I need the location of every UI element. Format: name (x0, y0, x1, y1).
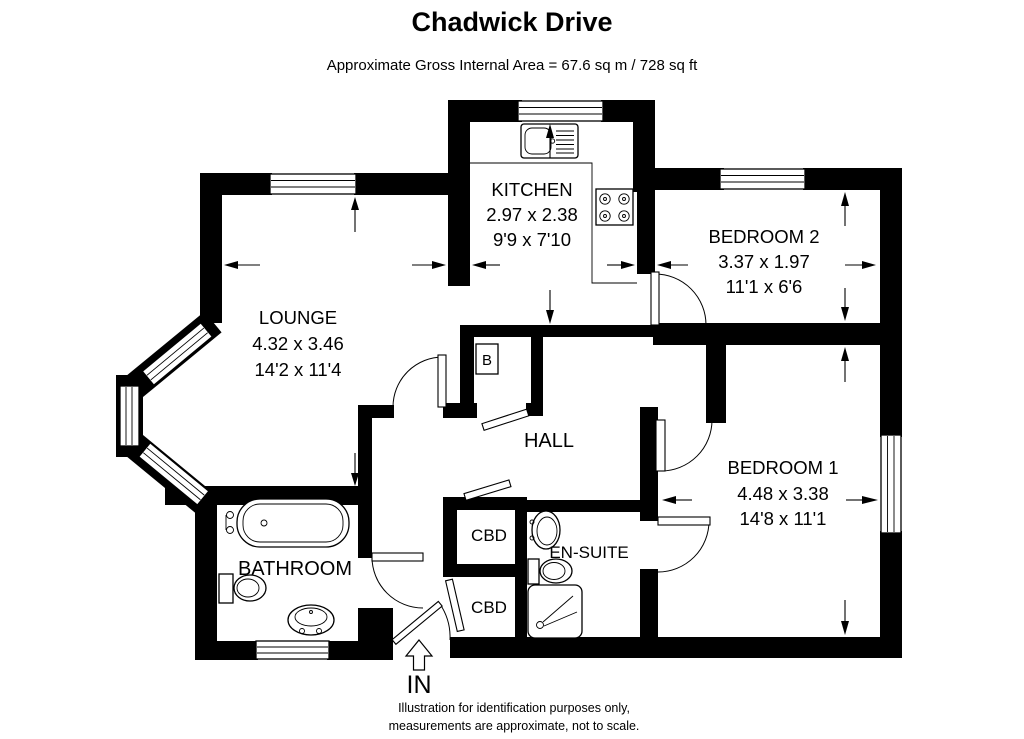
kitchen-name: KITCHEN (491, 179, 572, 200)
room-bathroom-label: BATHROOM (238, 558, 352, 580)
dimension-arrows (224, 124, 878, 635)
footer-line2: measurements are approximate, not to sca… (389, 719, 640, 733)
ensuite-basin-icon (529, 510, 561, 550)
cupboard-upper-door (463, 479, 512, 502)
bedroom1-window (880, 434, 902, 534)
bedroom1-size-metric: 4.48 x 3.38 (737, 483, 829, 504)
lounge-size-imperial: 14'2 x 11'4 (255, 359, 342, 380)
front-door (391, 600, 451, 646)
bedroom1-door (655, 419, 713, 472)
bay-window-upper (141, 321, 214, 387)
kitchen-counter-line (470, 162, 637, 284)
boiler-box (475, 343, 499, 375)
shower-icon (527, 584, 583, 639)
lounge-top-window (269, 173, 357, 195)
entrance: IN (404, 639, 434, 699)
bathroom-window (255, 640, 330, 660)
kitchen-window (517, 100, 604, 122)
entrance-arrow-icon (404, 639, 434, 671)
labels: Chadwick Drive Approximate Gross Interna… (238, 7, 839, 733)
kitchen-size-metric: 2.97 x 2.38 (486, 204, 578, 225)
hob-icon (595, 188, 634, 226)
ensuite-toilet-icon (527, 558, 573, 585)
bedroom2-door (650, 271, 707, 326)
boiler-cupboard-door (481, 408, 530, 432)
bedroom2-window (719, 168, 806, 190)
bay-window-middle (119, 385, 140, 447)
lounge-door (392, 354, 447, 408)
bedroom1-name: BEDROOM 1 (727, 457, 838, 478)
room-ensuite-label: EN-SUITE (549, 543, 628, 562)
page-title: Chadwick Drive (411, 7, 612, 37)
entrance-label: IN (407, 671, 432, 699)
bay-window-lower (137, 441, 210, 506)
bathtub-icon (225, 498, 350, 548)
bedroom2-size-metric: 3.37 x 1.97 (718, 251, 810, 272)
doors (371, 271, 713, 646)
cupboard-upper-label: CBD (471, 526, 507, 545)
basin-icon (287, 604, 335, 636)
kitchen-size-imperial: 9'9 x 7'10 (493, 229, 571, 250)
bedroom1-size-imperial: 14'8 x 11'1 (740, 508, 827, 529)
windows (119, 100, 902, 660)
toilet-icon (218, 573, 267, 604)
room-kitchen-label: KITCHEN 2.97 x 2.38 9'9 x 7'10 (486, 179, 578, 250)
room-hall-label: HALL (524, 430, 574, 452)
boiler-label: B (482, 352, 492, 369)
room-lounge-label: LOUNGE 4.32 x 3.46 14'2 x 11'4 (252, 307, 344, 380)
ensuite-door (657, 516, 711, 573)
bathroom-door (371, 552, 424, 609)
footer-line1: Illustration for identification purposes… (398, 701, 630, 715)
cupboard-lower-door (444, 578, 465, 633)
page-subtitle: Approximate Gross Internal Area = 67.6 s… (327, 57, 698, 74)
room-bedroom1-label: BEDROOM 1 4.48 x 3.38 14'8 x 11'1 (727, 457, 838, 529)
lounge-name: LOUNGE (259, 307, 337, 328)
fixtures (218, 123, 637, 639)
bedroom2-name: BEDROOM 2 (708, 226, 819, 247)
cupboard-lower-label: CBD (471, 598, 507, 617)
lounge-size-metric: 4.32 x 3.46 (252, 333, 344, 354)
room-bedroom2-label: BEDROOM 2 3.37 x 1.97 11'1 x 6'6 (708, 226, 819, 297)
bedroom2-size-imperial: 11'1 x 6'6 (726, 276, 803, 297)
